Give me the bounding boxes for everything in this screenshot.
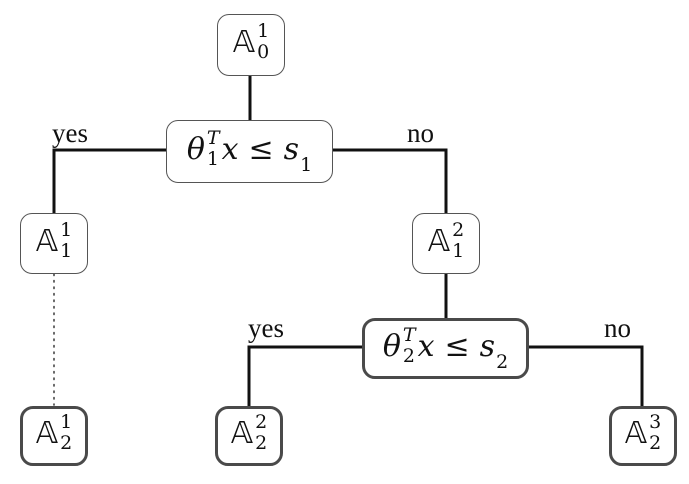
a22-superscript: 2 <box>255 411 268 433</box>
no-label-split1: no <box>407 118 434 148</box>
split2-leq: ≤ <box>444 328 470 364</box>
a11-superscript: 1 <box>60 218 73 241</box>
split2-s: s <box>479 328 496 364</box>
edge-split1-yes <box>52 148 166 213</box>
a23-superscript: 3 <box>649 411 662 433</box>
split1-x: x <box>221 131 239 167</box>
split1-condition-node: θ T 1 x ≤ s 1 <box>166 120 333 183</box>
no-label-split2: no <box>604 313 631 343</box>
split1-theta-sub: 1 <box>206 147 219 170</box>
edge-split2-yes <box>247 345 362 407</box>
edge-split1-no <box>333 148 448 213</box>
a21-symbol: 𝔸 <box>35 416 59 451</box>
node-a21: 𝔸 1 2 <box>20 406 88 466</box>
yes-label-split1: yes <box>52 118 88 148</box>
a21-subscript: 2 <box>60 432 73 454</box>
edge-split2-no <box>529 345 644 407</box>
split2-condition-node: θ T 2 x ≤ s 2 <box>362 318 529 379</box>
split1-leq: ≤ <box>248 131 274 167</box>
node-a23: 𝔸 3 2 <box>609 406 677 466</box>
split1-theta: θ <box>186 131 205 167</box>
a22-subscript: 2 <box>255 432 268 454</box>
root-node: 𝔸 1 0 <box>217 14 285 76</box>
split2-theta: θ <box>382 328 401 364</box>
a23-subscript: 2 <box>649 432 662 454</box>
node-a22: 𝔸 2 2 <box>215 406 283 466</box>
a12-subscript: 1 <box>452 239 465 262</box>
node-a12: 𝔸 2 1 <box>412 213 480 274</box>
yes-label-split2: yes <box>248 313 284 343</box>
split2-x: x <box>417 328 435 364</box>
root-symbol: 𝔸 <box>232 25 256 60</box>
a23-symbol: 𝔸 <box>624 416 648 451</box>
split2-theta-sup: T <box>402 323 416 346</box>
root-subscript: 0 <box>257 41 270 63</box>
a21-superscript: 1 <box>60 411 73 433</box>
split1-theta-sup: T <box>206 126 220 149</box>
split2-theta-sub: 2 <box>402 344 415 367</box>
a11-symbol: 𝔸 <box>35 223 59 259</box>
split2-s-sub: 2 <box>496 350 509 373</box>
a11-subscript: 1 <box>60 239 73 262</box>
node-a11: 𝔸 1 1 <box>20 213 88 274</box>
a22-symbol: 𝔸 <box>230 416 254 451</box>
root-superscript: 1 <box>257 20 270 42</box>
a12-superscript: 2 <box>452 218 465 241</box>
split1-s-sub: 1 <box>300 153 313 176</box>
a12-symbol: 𝔸 <box>427 223 451 259</box>
split1-s: s <box>283 131 300 167</box>
